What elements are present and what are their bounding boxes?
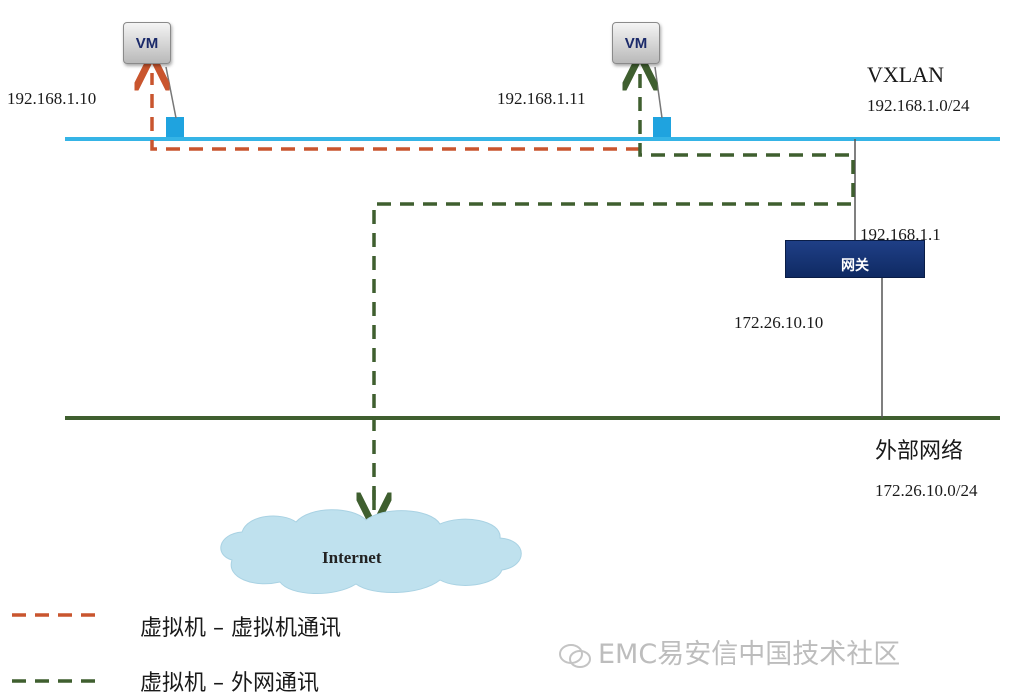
vm1-connector: [165, 66, 177, 119]
vm2-ip: 192.168.1.11: [497, 89, 586, 108]
external-network-subnet: 172.26.10.0/24: [875, 481, 978, 500]
vm2-box: VM: [612, 22, 660, 64]
gateway-outer-ip: 172.26.10.10: [734, 313, 824, 332]
legend-vm-to-vm-text: 虚拟机 – 虚拟机通讯: [140, 616, 341, 641]
vm1-box: VM: [123, 22, 171, 64]
vm-to-vm-path: [152, 73, 640, 151]
vm1-port: [166, 117, 184, 137]
vm2-connector: [654, 66, 663, 119]
legend-vm-to-internet-text: 虚拟机 – 外网通讯: [140, 671, 319, 696]
vm2-port: [653, 117, 671, 137]
vxlan-title: VXLAN: [867, 62, 944, 87]
watermark: EMC易安信中国技术社区: [558, 632, 900, 671]
vm1-label: VM: [135, 34, 159, 52]
gateway-inner-ip: 192.168.1.1: [860, 225, 941, 244]
watermark-text: EMC易安信中国技术社区: [598, 639, 901, 670]
vm1-ip: 192.168.1.10: [7, 89, 97, 108]
wechat-icon: [559, 643, 591, 668]
gateway-label: 网关: [841, 258, 869, 274]
vm2-label: VM: [624, 34, 648, 52]
gateway-box: 网关: [785, 240, 925, 278]
external-network-title: 外部网络: [875, 439, 964, 464]
internet-cloud: [220, 509, 522, 594]
vxlan-subnet: 192.168.1.0/24: [867, 96, 970, 115]
internet-label: Internet: [322, 548, 382, 567]
